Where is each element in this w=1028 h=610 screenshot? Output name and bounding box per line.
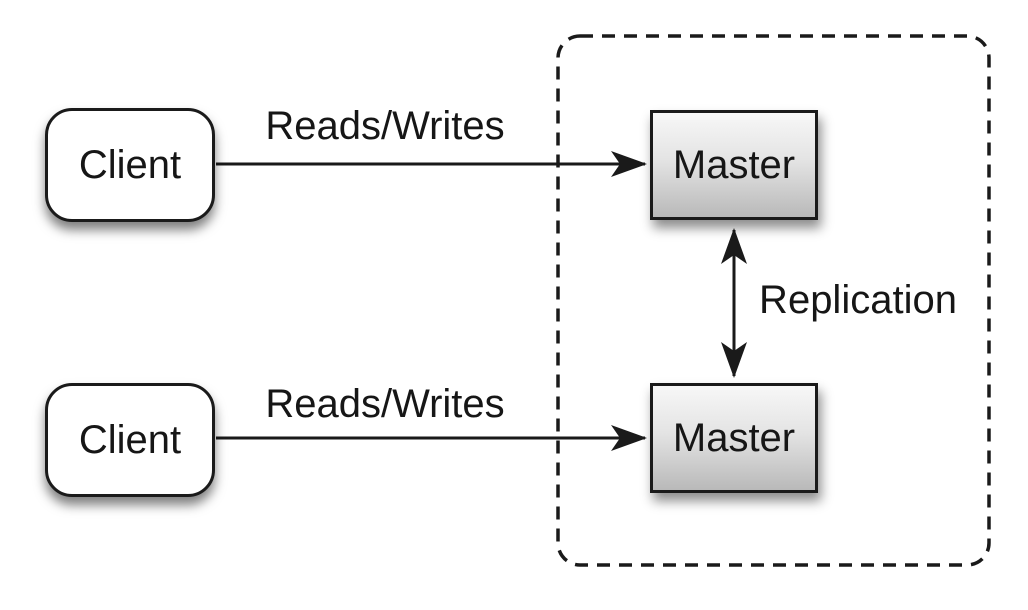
node-client-bottom: Client <box>45 383 215 497</box>
node-master-bottom-label: Master <box>672 416 796 460</box>
node-client-top: Client <box>45 108 215 222</box>
node-client-bottom-label: Client <box>78 418 182 462</box>
edge-label-reads-writes-top: Reads/Writes <box>265 104 505 148</box>
edge-label-reads-writes-bottom: Reads/Writes <box>265 382 505 426</box>
replication-group-dashed-border <box>556 34 991 567</box>
node-master-top-label: Master <box>672 143 796 187</box>
node-master-top: Master <box>650 110 818 220</box>
edge-label-replication: Replication <box>759 278 957 322</box>
node-master-bottom: Master <box>650 383 818 493</box>
node-client-top-label: Client <box>78 143 182 187</box>
